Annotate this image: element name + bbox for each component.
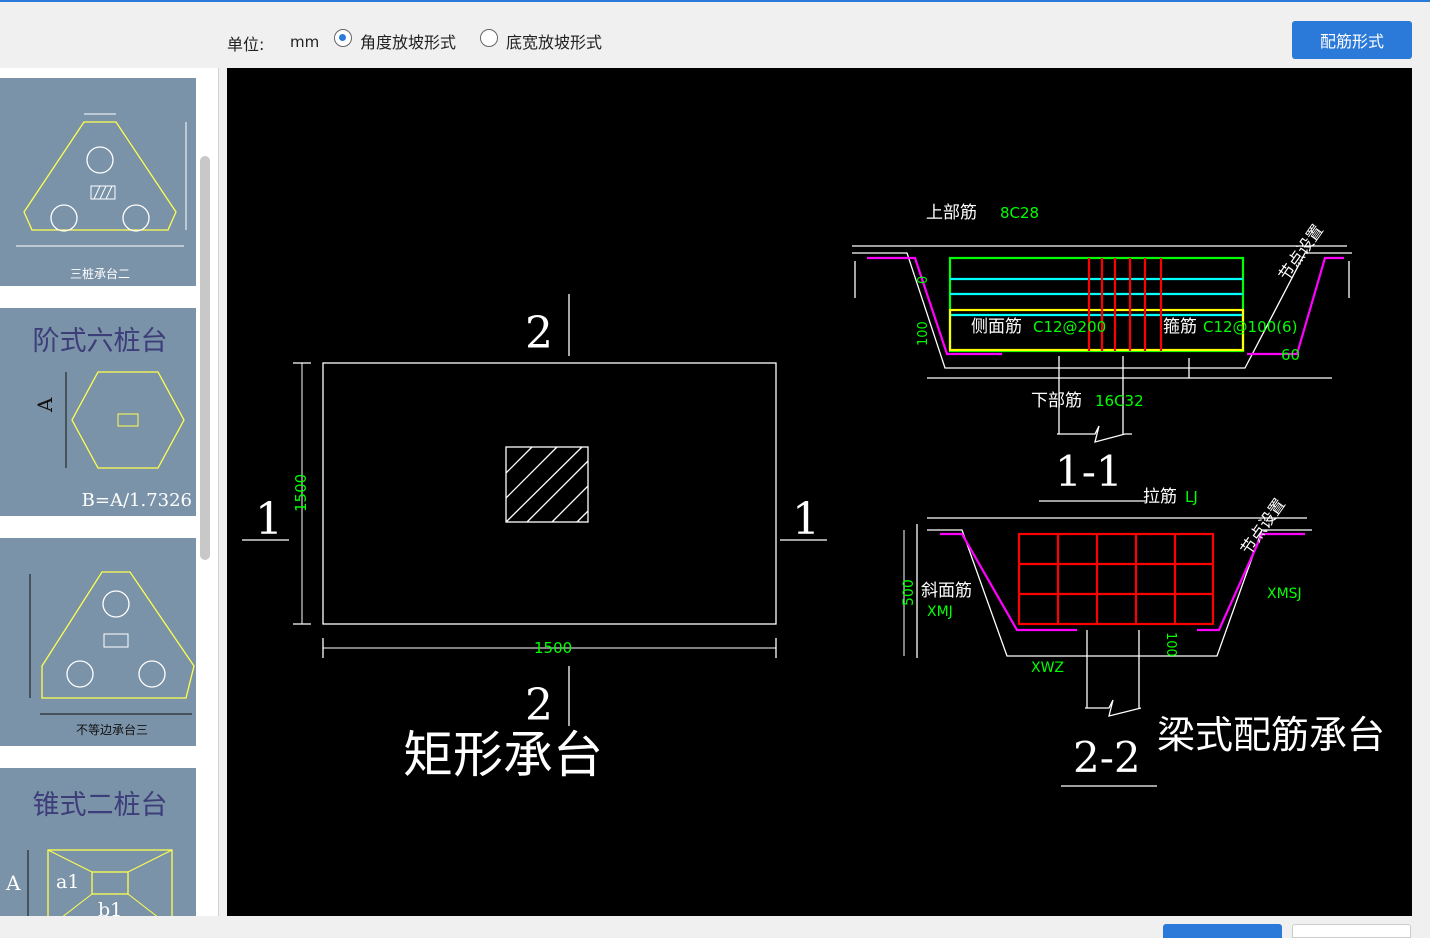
dim-a: A (5, 871, 21, 895)
thumbnail-drawing: 三桩承台二 (16, 113, 187, 281)
thumbnail-title: 锥式二桩台 (33, 790, 168, 821)
side-bar-label: 侧面筋 (971, 317, 1022, 337)
xmsj-label: XMSJ (1267, 586, 1302, 602)
plan-section-2-bottom: 2 (525, 680, 553, 731)
radio-angle-slope[interactable] (334, 29, 352, 47)
thumbnail-title: 阶式六桩台 (33, 326, 168, 357)
dim-b1: b1 (98, 899, 122, 916)
plan-dim-width: 1500 (534, 639, 572, 657)
dim-top-11: 0 (916, 276, 931, 284)
side-bar-value: C12@200 (1033, 318, 1106, 336)
section-22-title: 2-2 (1073, 733, 1141, 782)
main-title: 梁式配筋承台 (1157, 713, 1385, 757)
cap-type-list: 三桩承台二 阶式六桩台 A B=A/1.7326 不等边承台三 锥式二桩台 (0, 68, 219, 916)
xwz-label: XWZ (1031, 660, 1064, 676)
toolbar: 单位: mm 角度放坡形式 底宽放坡形式 配筋形式 (0, 2, 1430, 66)
thumbnail-stepped-six-pile-cap[interactable]: 阶式六桩台 A B=A/1.7326 (0, 308, 196, 516)
stirrup-value: C12@100(6) (1203, 318, 1297, 336)
unit-label: 单位: (227, 35, 265, 54)
slope-bar-value: XMJ (927, 604, 953, 620)
plan-title: 矩形承台 (403, 726, 603, 784)
thumbnail-drawing: 不等边承台三 (29, 571, 195, 737)
cancel-button[interactable] (1292, 924, 1411, 938)
plan-dim-height: 1500 (292, 474, 310, 512)
window-top-border (0, 0, 1430, 2)
ok-button[interactable] (1163, 924, 1282, 938)
dim-a1: a1 (56, 871, 79, 893)
thumbnail-drawing: 锥式二桩台 A a1 b1 (5, 790, 173, 916)
thumbnail-three-pile-cap-2[interactable]: 三桩承台二 (0, 78, 196, 286)
top-bar-value: 8C28 (1000, 204, 1039, 222)
bottom-bar-label: 下部筋 (1031, 391, 1082, 411)
stirrup-label: 箍筋 (1163, 317, 1197, 337)
thumbnail-caption: 三桩承台二 (70, 266, 130, 281)
radio-width-slope[interactable] (480, 29, 498, 47)
plan-section-1-left: 1 (255, 494, 283, 545)
dim-side-11: 100 (916, 321, 931, 346)
radio-width-slope-label[interactable]: 底宽放坡形式 (506, 33, 603, 52)
slope-bar-label: 斜面筋 (921, 581, 972, 601)
plan-section-1-right: 1 (792, 494, 820, 545)
thumbnail-unequal-cap-3[interactable]: 不等边承台三 (0, 538, 196, 746)
top-bar-label: 上部筋 (926, 203, 977, 223)
thumbnail-cone-two-pile-cap[interactable]: 锥式二桩台 A a1 b1 (0, 768, 196, 916)
list-scrollbar[interactable] (200, 156, 210, 560)
cad-drawing: 2 2 1 1 矩形承台 1-1 2-2 梁式配筋承台 上部筋 8C28 侧面筋… (242, 203, 1385, 787)
drawing-preview: 2 2 1 1 矩形承台 1-1 2-2 梁式配筋承台 上部筋 8C28 侧面筋… (227, 68, 1412, 916)
tie-value: LJ (1185, 488, 1198, 506)
section-11-title: 1-1 (1055, 447, 1123, 496)
radio-angle-slope-label[interactable]: 角度放坡形式 (360, 33, 457, 52)
slope-angle: 60 (1281, 346, 1300, 364)
plan-section-2-top: 2 (525, 308, 553, 359)
thumbnail-caption: 不等边承台三 (76, 722, 148, 737)
plan-outline (322, 362, 777, 625)
node-setting-label-22: 节点设置 (1237, 495, 1289, 558)
dim-a: A (33, 397, 57, 413)
thumbnail-formula: B=A/1.7326 (82, 490, 192, 511)
rebar-form-button[interactable]: 配筋形式 (1292, 21, 1412, 59)
dim-height-22: 500 (901, 579, 917, 606)
tie-label: 拉筋 (1143, 487, 1177, 507)
thumbnail-drawing: 阶式六桩台 A B=A/1.7326 (33, 326, 193, 511)
dim-100-22: 100 (1163, 632, 1178, 657)
bottom-bar-value: 16C32 (1095, 392, 1144, 410)
unit-value: mm (290, 33, 320, 51)
pile-column (505, 446, 589, 523)
